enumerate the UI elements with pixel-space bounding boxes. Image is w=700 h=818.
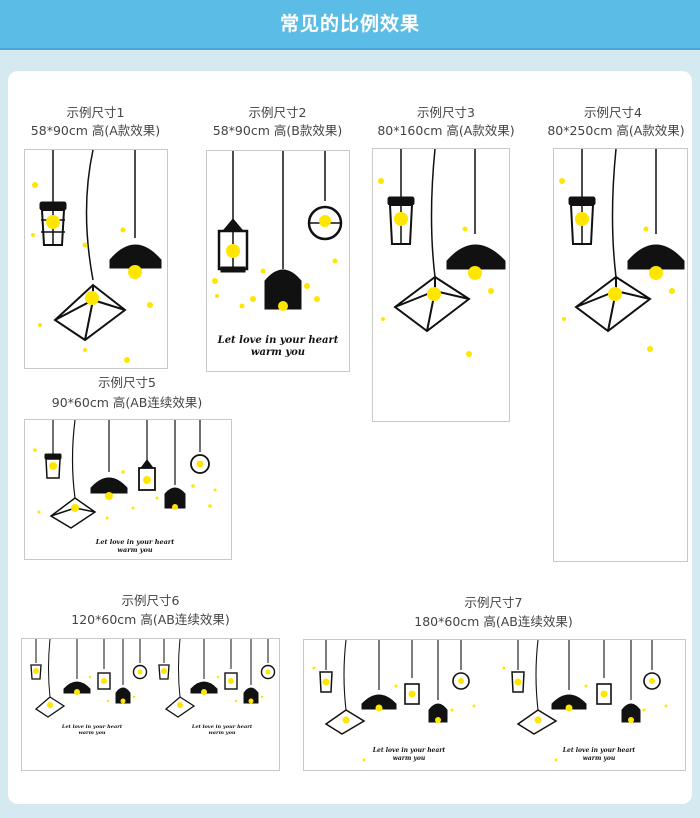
sample-2-caption-line-1: Let love in your heart [217,335,339,346]
sample-5-preview: Let love in your heart warm you [24,419,232,560]
sample-7-preview: Let love in your heart warm you Let love… [303,639,686,771]
sample-6-caption-a-line-1: Let love in your heart [61,724,123,730]
sample-7-caption-b-line-1: Let love in your heart [562,747,636,754]
sample-4-title: 示例尺寸4 [584,105,642,120]
lamp-decal-a-image [31,150,162,363]
lamp-decal-a-image [559,149,685,352]
sample-3-title: 示例尺寸3 [417,105,475,120]
lamp-decal-ab-repeat-image: Let love in your heart warm you Let love… [312,640,668,762]
sample-5-caption-line-2: warm you [117,546,152,554]
sample-6-size: 120*60cm 高(AB连续效果) [71,612,230,627]
sample-7-caption-a-line-2: warm you [393,755,426,762]
sample-6-title: 示例尺寸6 [121,593,180,608]
sample-5-title: 示例尺寸5 [98,375,156,390]
header-bar: 常见的比例效果 [0,0,700,50]
sample-7-size: 180*60cm 高(AB连续效果) [414,614,573,629]
sample-3-size: 80*160cm 高(A款效果) [377,123,515,138]
lamp-decal-a-image [378,149,506,357]
sample-5-size: 90*60cm 高(AB连续效果) [51,395,203,410]
sample-2-caption-line-2: warm you [251,347,305,358]
sample-6-preview: Let love in your heart warm you Let love… [21,638,280,771]
sample-4-preview [553,148,688,562]
sample-2-title: 示例尺寸2 [248,105,307,120]
sample-6-caption-a-line-2: warm you [78,730,105,736]
sample-5-caption-line-1: Let love in your heart [95,538,174,546]
sample-6-caption-b-line-2: warm you [208,730,235,736]
sample-7-title: 示例尺寸7 [464,595,523,610]
sample-7-caption-a-line-1: Let love in your heart [372,747,446,754]
page-title: 常见的比例效果 [279,13,420,35]
sample-6-caption-b-line-1: Let love in your heart [191,724,253,730]
sample-3-preview [372,148,510,422]
sample-1-title: 示例尺寸1 [66,105,125,120]
lamp-decal-ab-image: Let love in your heart warm you [33,420,217,554]
lamp-decal-ab-repeat-image: Let love in your heart warm you Let love… [30,639,276,736]
sample-7-caption-b-line-2: warm you [583,755,616,762]
lamp-decal-b-image: Let love in your heart warm you [212,151,343,358]
sample-1-preview [24,149,168,369]
sample-4-size: 80*250cm 高(A款效果) [547,123,685,138]
sample-2-preview: Let love in your heart warm you [206,150,350,372]
sample-1-size: 58*90cm 高(A款效果) [30,123,161,138]
sample-2-size: 58*90cm 高(B款效果) [212,123,343,138]
